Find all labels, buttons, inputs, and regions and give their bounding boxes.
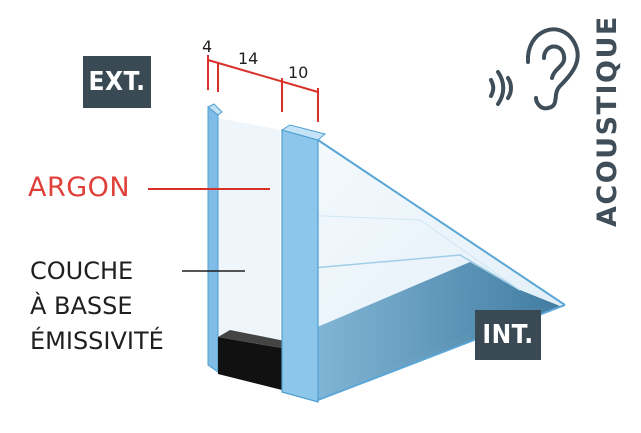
- dimension-gap: 14: [238, 49, 258, 68]
- argon-gap-fill: [218, 118, 280, 355]
- exterior-badge: EXT.: [83, 56, 151, 108]
- coating-label-line1: COUCHE: [30, 257, 134, 285]
- dimension-lines: [207, 55, 319, 122]
- coating-label-line2: À BASSE: [30, 292, 133, 320]
- dimension-pane1: 4: [202, 37, 212, 56]
- interior-glass-pane: [281, 129, 319, 403]
- glass-bottom-edge: [282, 262, 560, 400]
- spacer-bar: [218, 337, 282, 390]
- dimension-pane2: 10: [288, 63, 308, 82]
- interior-badge: INT.: [475, 310, 541, 360]
- exterior-glass-pane: [207, 105, 219, 373]
- ear-with-sound-waves-icon: [489, 27, 580, 111]
- coating-label-line3: ÉMISSIVITÉ: [30, 327, 164, 355]
- argon-label: ARGON: [28, 172, 131, 203]
- acoustic-label: ACOUSTIQUE: [592, 15, 623, 227]
